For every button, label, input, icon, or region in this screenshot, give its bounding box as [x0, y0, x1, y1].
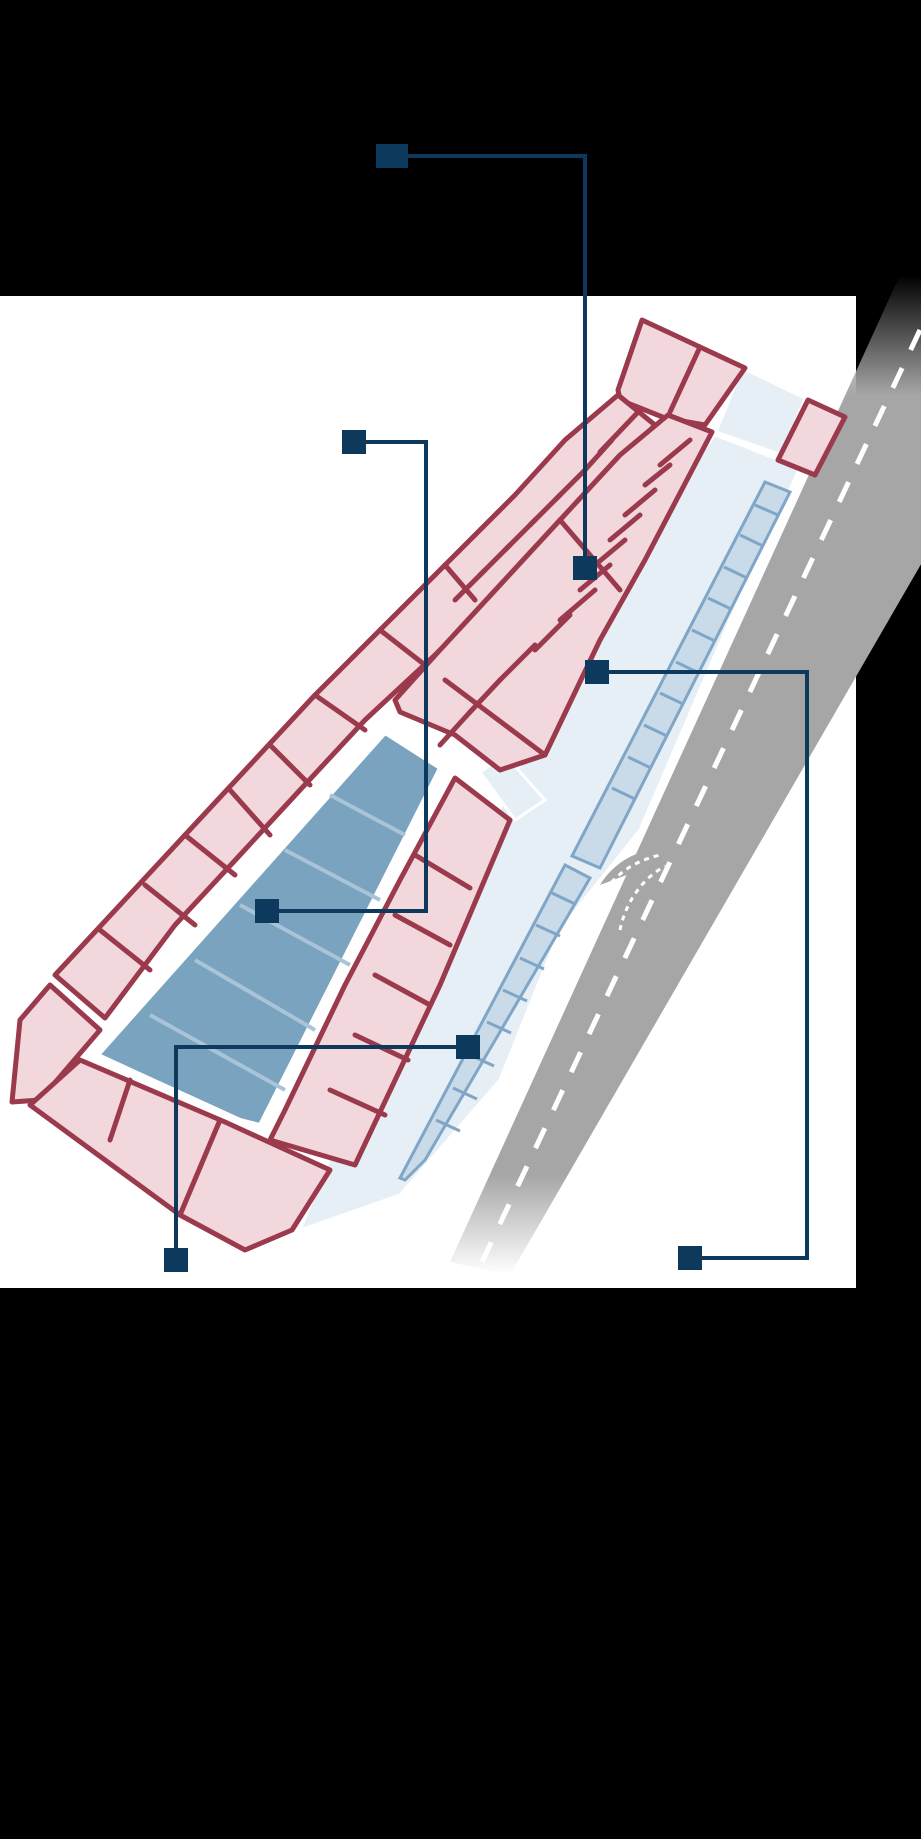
callout-3-marker-end	[678, 1246, 702, 1270]
callout-1	[376, 144, 597, 580]
road	[450, 275, 921, 1275]
water-area	[94, 730, 443, 1128]
callout-2	[255, 430, 428, 923]
callout-4-marker-end	[164, 1248, 188, 1272]
parking-strip-south	[397, 862, 593, 1182]
road-centerline	[479, 328, 921, 1264]
callout-1-marker-end	[573, 556, 597, 580]
road-junction	[600, 830, 672, 885]
housing-plots	[9, 317, 848, 1253]
callout-4	[164, 1035, 480, 1272]
callout-2-marker-end	[255, 899, 279, 923]
callout-3	[585, 660, 809, 1270]
